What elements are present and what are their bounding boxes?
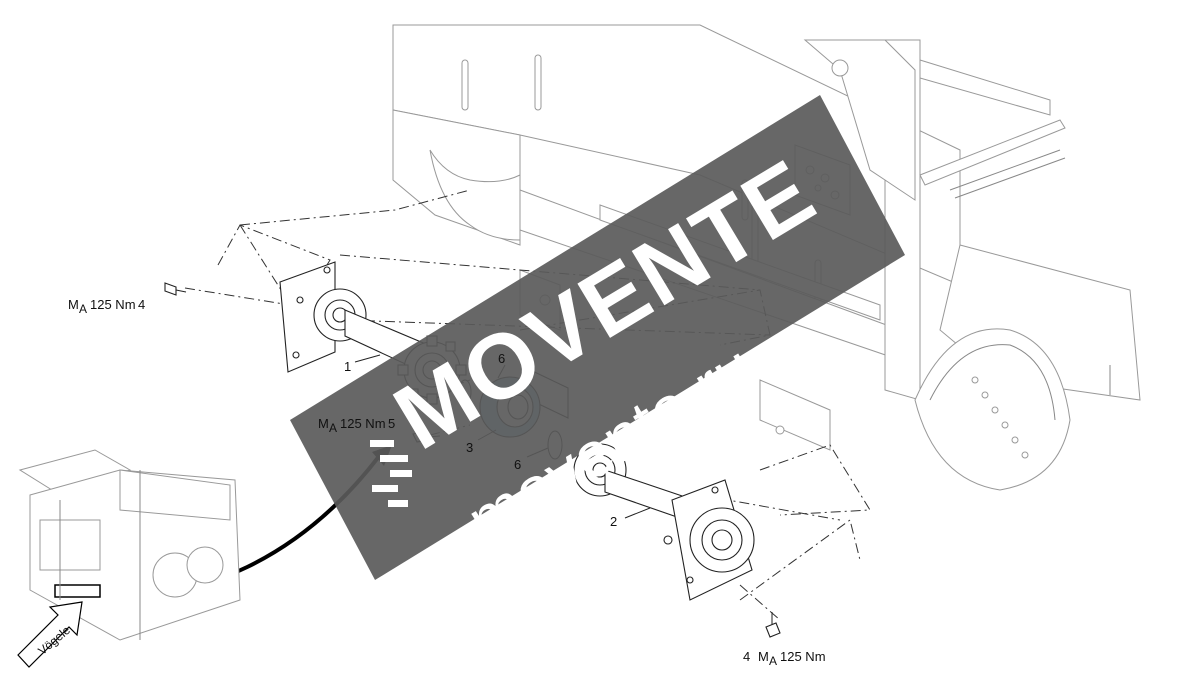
- callout-item-6-lower: 6: [514, 457, 521, 472]
- bolt-item-4-top: [164, 282, 187, 296]
- part-2-shaft-assembly: [573, 443, 755, 601]
- torque-symbol-bottom: M: [758, 649, 769, 664]
- callout-item-1: 1: [344, 359, 351, 374]
- callout-item-5: 5: [388, 416, 395, 431]
- bolt-item-4-bottom: [765, 612, 781, 638]
- direction-arrow: Vögele: [17, 601, 83, 668]
- callout-item-2: 2: [610, 514, 617, 529]
- torque-value-top: 125 Nm: [90, 297, 136, 312]
- callout-labels: M A 125 Nm 4 1 6 M A 125 Nm 5 3 6 2 4 M …: [68, 297, 826, 668]
- callout-item-4-top: 4: [138, 297, 145, 312]
- torque-subscript-bottom: A: [769, 654, 777, 668]
- paver-thumbnail: [18, 449, 241, 641]
- callout-item-4-bottom: 4: [743, 649, 750, 664]
- torque-subscript-top: A: [79, 302, 87, 316]
- torque-symbol-mid: M: [318, 416, 329, 431]
- torque-value-bottom: 125 Nm: [780, 649, 826, 664]
- callout-item-3: 3: [466, 440, 473, 455]
- torque-symbol-top: M: [68, 297, 79, 312]
- callout-item-6-upper: 6: [498, 351, 505, 366]
- torque-value-mid: 125 Nm: [340, 416, 386, 431]
- torque-subscript-mid: A: [329, 421, 337, 435]
